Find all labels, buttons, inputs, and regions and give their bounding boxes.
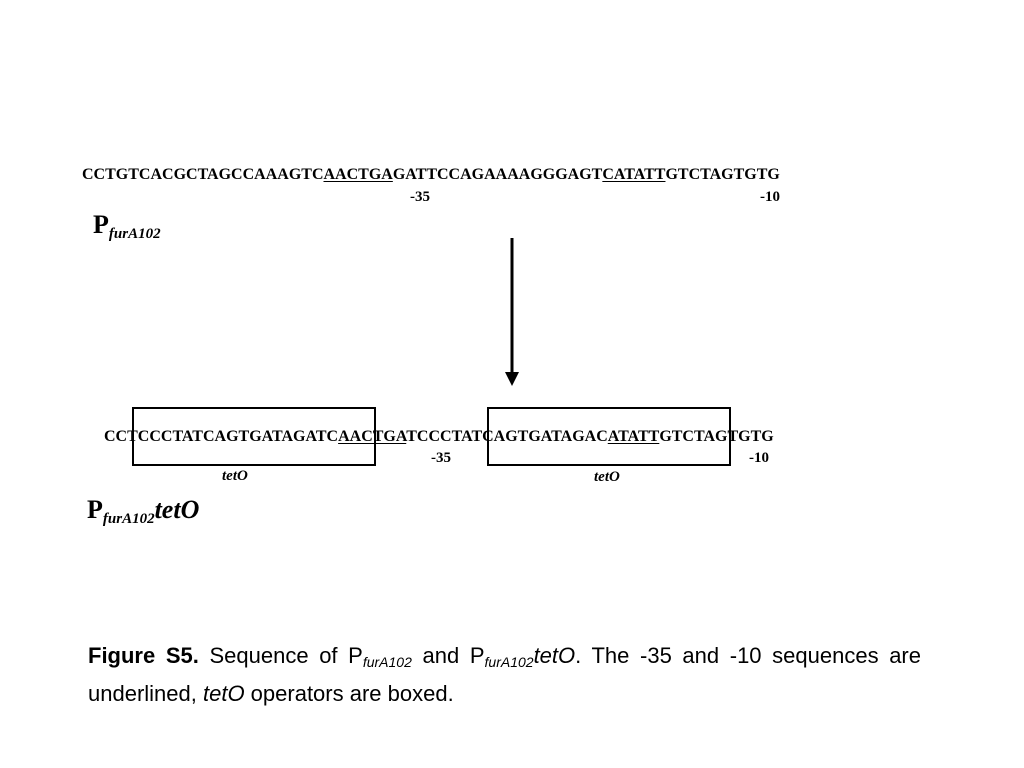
caption-text-2: and P (411, 643, 485, 668)
top-sequence: CCTGTCACGCTAGCCAAAGTCAACTGAGATTCCAGAAAAG… (82, 166, 780, 184)
bottom-seq-pre: CCTCCCTATCAGTGATAGATC (104, 428, 339, 445)
caption-text-1: Sequence of P (198, 643, 363, 668)
top-label-minus10: -10 (760, 189, 780, 205)
bottom-seq-minus35-box: AACTGA (338, 428, 407, 445)
bottom-promoter-name: PfurA102tetO (87, 495, 199, 528)
tetO-box-right (487, 407, 731, 466)
top-seq-mid: GATTCCAGAAAAGGGAGT (392, 166, 603, 183)
caption-italic-2: tetO (202, 681, 245, 706)
bottom-sequence: CCTCCCTATCAGTGATAGATCAACTGATCCCTATCAGTGA… (104, 428, 774, 446)
tetO-label-right: tetO (594, 469, 620, 485)
caption-sub-2: furA102 (484, 654, 534, 670)
bottom-promoter-base: P (87, 495, 103, 524)
down-arrow-icon (505, 238, 519, 386)
bottom-seq-post: GTCTAGTGTG (659, 428, 774, 445)
top-label-minus35: -35 (410, 189, 430, 205)
bottom-promoter-suffix: tetO (154, 495, 200, 524)
top-seq-post: GTCTAGTGTG (665, 166, 780, 183)
bottom-promoter-sub: furA102 (102, 511, 155, 527)
top-promoter-name: PfurA102 (93, 210, 161, 243)
caption-figure-label: Figure S5. (88, 643, 199, 668)
top-seq-minus35-box: AACTGA (323, 166, 393, 183)
caption-sub-1: furA102 (362, 654, 412, 670)
caption-text-3: . The -35 and -10 sequences are underlin… (88, 643, 921, 706)
bottom-label-minus35: -35 (431, 450, 451, 466)
figure-caption: Figure S5. Sequence of PfurA102 and Pfur… (88, 640, 921, 710)
bottom-seq-pre10: C (596, 428, 608, 445)
top-promoter-base: P (93, 210, 109, 239)
top-seq-pre: CCTGTCACGCTAGCCAAAGTC (82, 166, 324, 183)
top-seq-minus10-box: CATATT (602, 166, 666, 183)
caption-italic-1: tetO (533, 643, 576, 668)
tetO-box-left (132, 407, 376, 466)
caption-text-4: operators are boxed. (244, 681, 454, 706)
bottom-label-minus10: -10 (749, 450, 769, 466)
bottom-seq-minus10-box: ATATT (607, 428, 660, 445)
bottom-seq-mid: TCCCTATCAGTGATAGA (406, 428, 597, 445)
tetO-label-left: tetO (222, 468, 248, 484)
top-promoter-sub: furA102 (108, 226, 161, 242)
